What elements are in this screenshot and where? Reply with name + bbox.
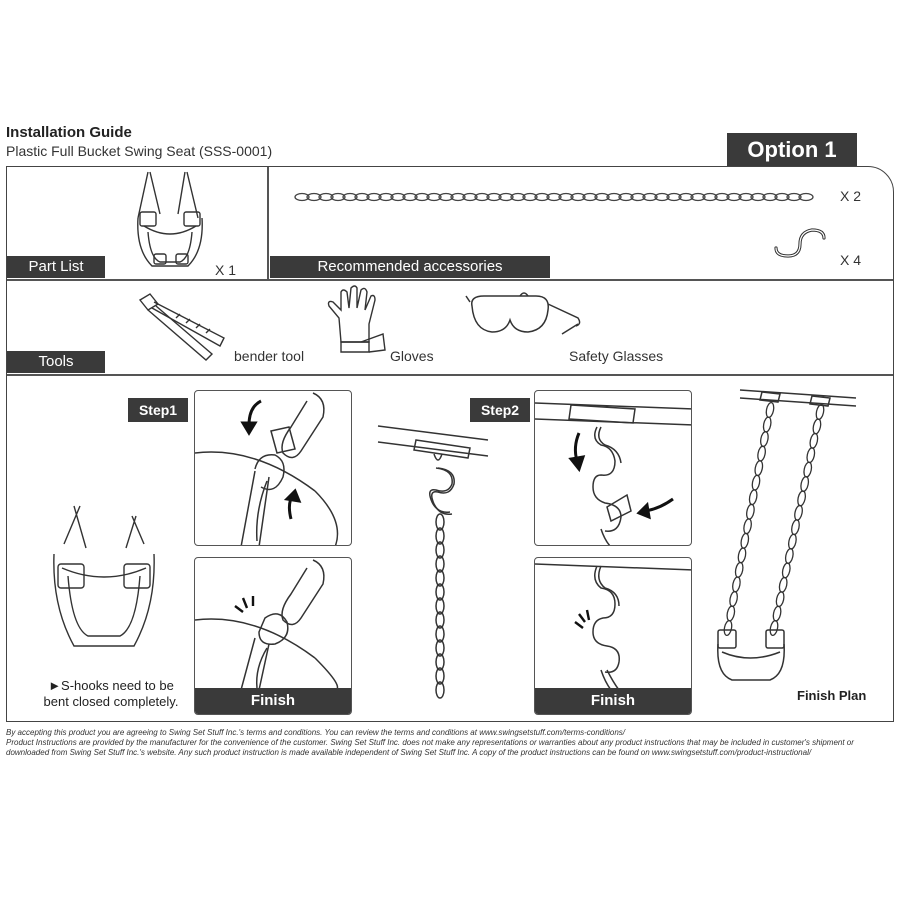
chain-icon — [294, 192, 814, 202]
step2-panel-before — [534, 390, 692, 546]
chain-quantity: X 2 — [840, 188, 862, 204]
bucket-seat-icon — [137, 171, 203, 267]
step1-closed-hook-illustration — [195, 559, 339, 691]
guide-title: Installation Guide — [6, 124, 132, 141]
step1-panel-before — [194, 390, 352, 546]
product-subtitle: Plastic Full Bucket Swing Seat (SSS-0001… — [6, 143, 273, 159]
gloves-label: Gloves — [390, 348, 434, 364]
step1-finish-label: Finish — [195, 688, 351, 714]
step1-hook-illustration — [195, 392, 339, 545]
seat-quantity: X 1 — [215, 262, 237, 278]
step2-panel-finish: Finish — [534, 557, 692, 715]
divider-parts — [267, 167, 269, 279]
step2-closed-hook-illustration — [535, 563, 691, 691]
step2-hook-illustration — [535, 402, 691, 545]
option-badge: Option 1 — [727, 133, 857, 166]
footer-line-terms: By accepting this product you are agreei… — [6, 728, 626, 737]
footer-line-disclaimer: Product Instructions are provided by the… — [6, 738, 854, 757]
accessories-label: Recommended accessories — [270, 256, 550, 278]
safety-glasses-icon — [465, 292, 581, 335]
footer-terms: By accepting this product you are agreei… — [6, 728, 894, 758]
guide-frame — [6, 166, 894, 722]
s-hook-note: ►S-hooks need to be bent closed complete… — [43, 678, 179, 709]
divider-parts-tools — [7, 279, 893, 281]
step1-label: Step1 — [128, 398, 188, 422]
bender-tool-icon — [138, 293, 225, 361]
bender-tool-label: bender tool — [234, 348, 305, 364]
step1-panel-finish: Finish — [194, 557, 352, 715]
safety-glasses-label: Safety Glasses — [569, 348, 664, 364]
tools-label: Tools — [7, 351, 105, 373]
step2-finish-label: Finish — [535, 688, 691, 714]
gloves-icon — [327, 285, 386, 353]
step2-label: Step2 — [470, 398, 530, 422]
assembled-swing-icon — [53, 505, 155, 647]
s-hook-icon — [774, 228, 826, 258]
finish-plan-swing-icon — [717, 389, 857, 681]
finish-plan-label: Finish Plan — [797, 688, 867, 703]
hook-quantity: X 4 — [840, 252, 862, 268]
divider-tools-steps — [7, 374, 893, 376]
hanger-chain-icon — [377, 425, 489, 699]
part-list-label: Part List — [7, 256, 105, 278]
